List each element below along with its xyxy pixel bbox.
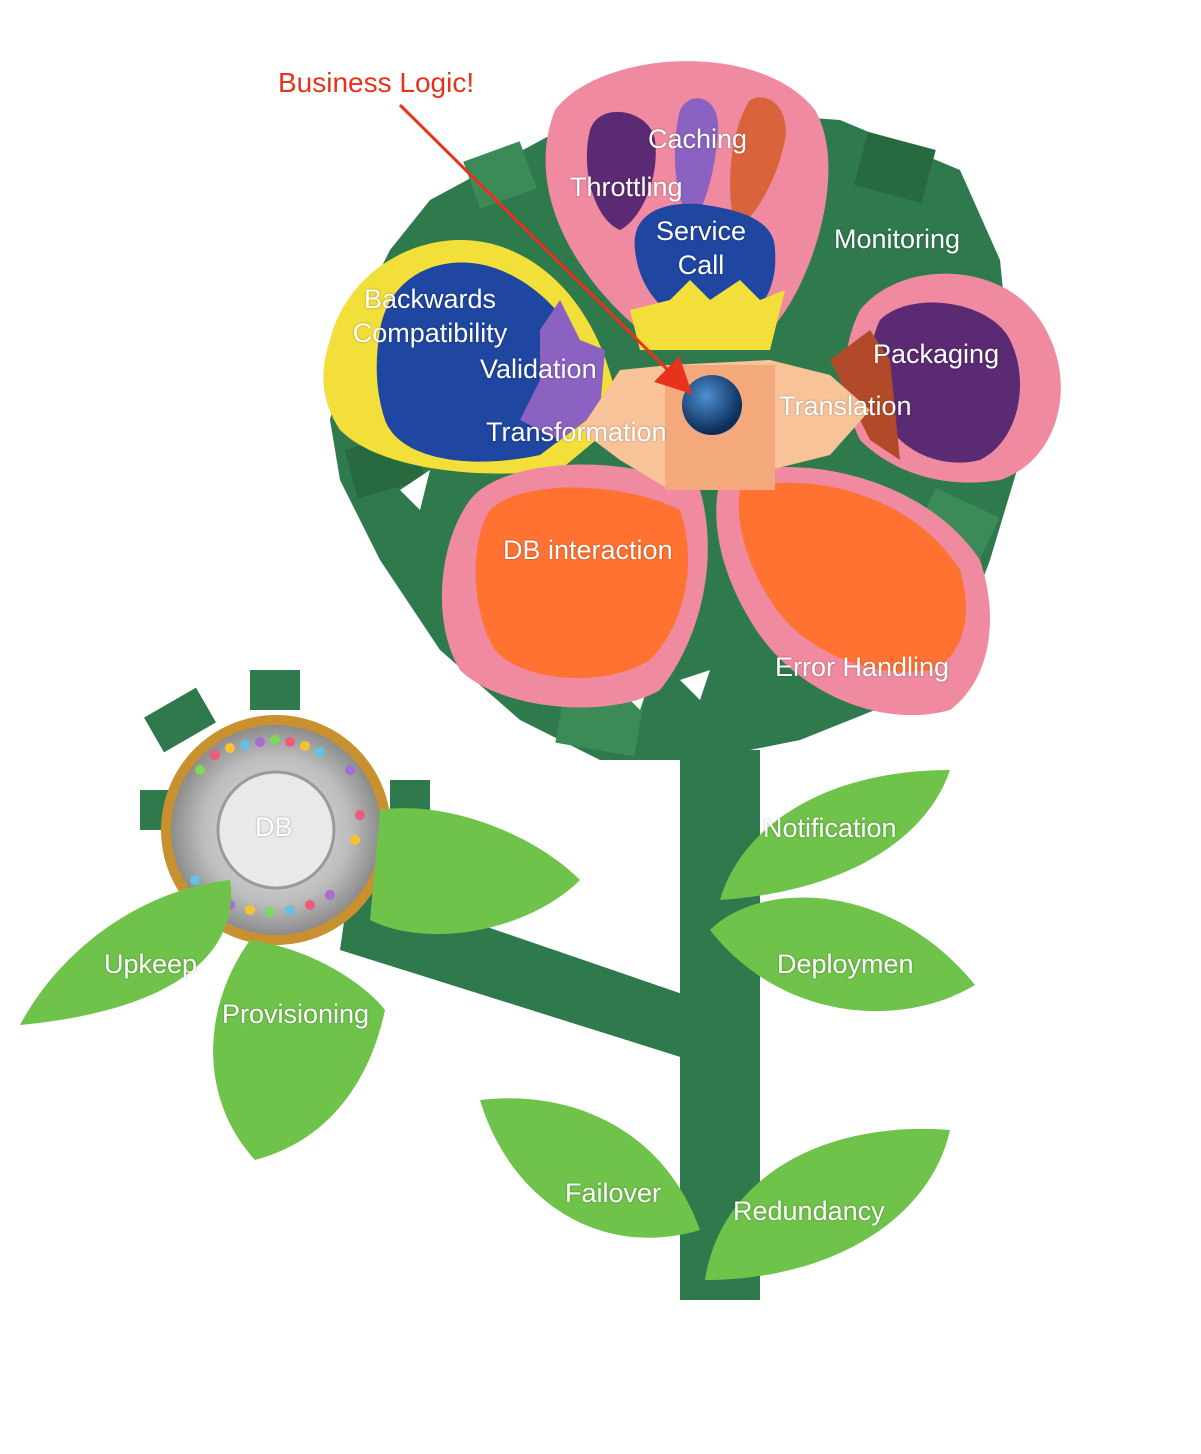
left-petal — [323, 240, 620, 474]
business-logic-arrow — [398, 103, 693, 395]
label-validation: Validation — [480, 354, 597, 384]
label-db: DB — [255, 812, 293, 842]
db-flower-leaves — [20, 808, 580, 1160]
label-transformation: Transformation — [486, 417, 667, 447]
label-upkeep: Upkeep — [104, 949, 198, 979]
label-backwards-compatibility: Backwards Compatibility — [345, 282, 515, 350]
bottom-right-petal — [716, 466, 990, 716]
label-service-call-line1: Service — [655, 216, 747, 246]
label-backwards-line2: Compatibility — [352, 318, 508, 348]
right-petal — [830, 273, 1061, 483]
label-error-handling: Error Handling — [775, 652, 950, 682]
bottom-left-petal — [441, 464, 708, 708]
label-monitoring: Monitoring — [834, 224, 961, 254]
top-petal — [545, 61, 829, 350]
label-provisioning: Provisioning — [222, 999, 370, 1029]
label-packaging: Packaging — [873, 339, 1000, 369]
label-service-call: Service Call — [645, 214, 757, 282]
label-deployment: Deploymen — [777, 949, 914, 979]
label-backwards-line1: Backwards — [363, 284, 497, 314]
label-failover: Failover — [565, 1178, 662, 1208]
label-notification: Notification — [763, 813, 897, 843]
label-translation: Translation — [779, 391, 912, 421]
business-logic-bead-icon — [682, 375, 742, 435]
flower-center — [580, 360, 870, 490]
label-db-interaction: DB interaction — [503, 535, 673, 565]
stem-leaves — [480, 770, 975, 1280]
label-service-call-line2: Call — [677, 250, 725, 280]
label-throttling: Throttling — [570, 172, 683, 202]
label-redundancy: Redundancy — [733, 1196, 885, 1226]
business-logic-callout: Business Logic! — [278, 67, 475, 98]
label-caching: Caching — [648, 124, 748, 154]
